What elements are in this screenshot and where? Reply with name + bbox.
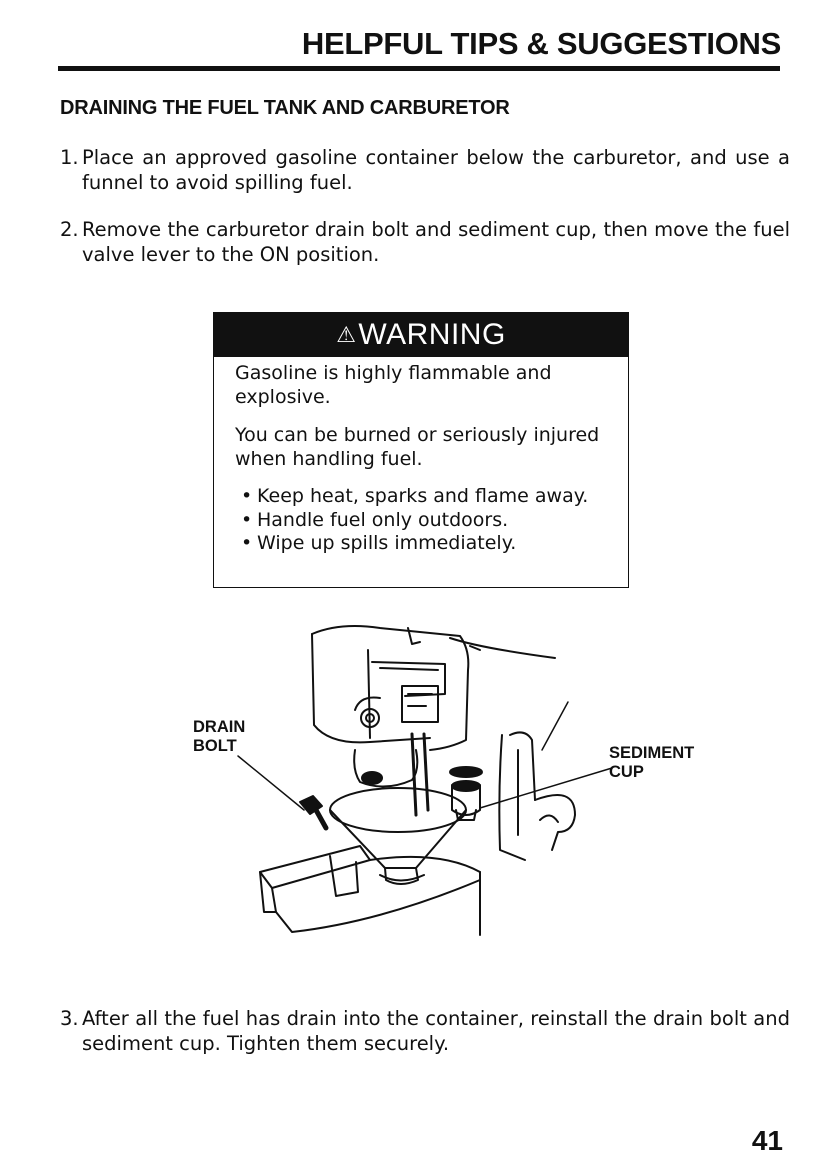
step-2: 2. Remove the carburetor drain bolt and … <box>60 217 790 267</box>
page-number: 41 <box>751 1125 783 1156</box>
step-text: After all the fuel has drain into the co… <box>82 1007 790 1055</box>
warning-bullet: Wipe up spills immediately. <box>235 532 628 556</box>
step-1: 1. Place an approved gasoline container … <box>60 145 790 195</box>
warning-triangle-icon: ⚠ <box>336 322 357 347</box>
warning-bullet: Keep heat, sparks and flame away. <box>235 485 628 509</box>
warning-header: ⚠WARNING <box>214 313 628 357</box>
step-number: 2. <box>60 218 79 241</box>
step-text: Remove the carburetor drain bolt and sed… <box>82 218 790 266</box>
sediment-cup-label-line2: CUP <box>609 763 644 781</box>
drain-bolt-label-line2: BOLT <box>193 737 237 755</box>
step-number: 1. <box>60 146 79 169</box>
sediment-cup-label: SEDIMENT CUP <box>609 744 694 782</box>
carburetor-drain-illustration <box>237 625 613 936</box>
sediment-cup-label-line1: SEDIMENT <box>609 744 695 762</box>
step-number: 3. <box>60 1007 79 1030</box>
page-header-title: HELPFUL TIPS & SUGGESTIONS <box>301 26 781 61</box>
warning-bullet-list: Keep heat, sparks and flame away. Handle… <box>235 485 628 556</box>
warning-paragraph: Gasoline is highly flammable and explosi… <box>235 362 552 408</box>
warning-title: WARNING <box>358 318 506 351</box>
step-3: 3. After all the fuel has drain into the… <box>60 1006 790 1056</box>
warning-body: Gasoline is highly flammable and explosi… <box>214 357 628 556</box>
drain-bolt-label-line1: DRAIN <box>193 718 246 736</box>
step-text: Place an approved gasoline container bel… <box>82 146 790 194</box>
warning-bullet: Handle fuel only outdoors. <box>235 509 628 533</box>
warning-paragraph: You can be burned or seriously injured w… <box>235 424 600 470</box>
header-rule <box>58 66 780 71</box>
drain-bolt-label: DRAIN BOLT <box>193 718 245 756</box>
section-heading: DRAINING THE FUEL TANK AND CARBURETOR <box>60 97 510 119</box>
warning-box: ⚠WARNING Gasoline is highly flammable an… <box>213 312 629 588</box>
